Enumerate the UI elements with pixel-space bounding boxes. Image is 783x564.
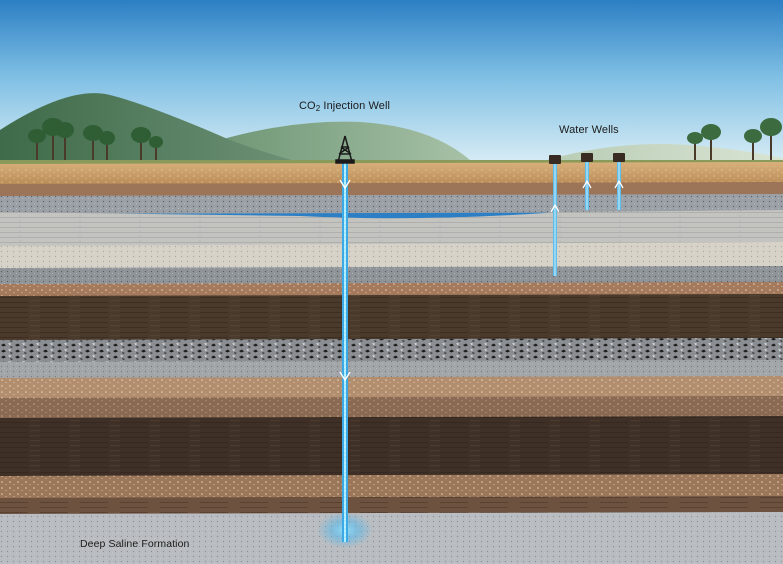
derrick-icon [335, 135, 355, 164]
trees-left [28, 118, 163, 162]
wellhead-icon [549, 153, 625, 164]
co2-injection-well-label: CO2 Injection Well [299, 100, 391, 113]
arrow-icon [550, 179, 624, 213]
trees-right [687, 118, 782, 162]
arrow-icon [339, 179, 351, 382]
water-wells [549, 153, 625, 276]
big-hill [0, 93, 310, 170]
water-wells-label: Water Wells [559, 124, 619, 136]
injection-well-pipe [342, 162, 348, 542]
deep-saline-formation-label: Deep Saline Formation [80, 538, 190, 550]
